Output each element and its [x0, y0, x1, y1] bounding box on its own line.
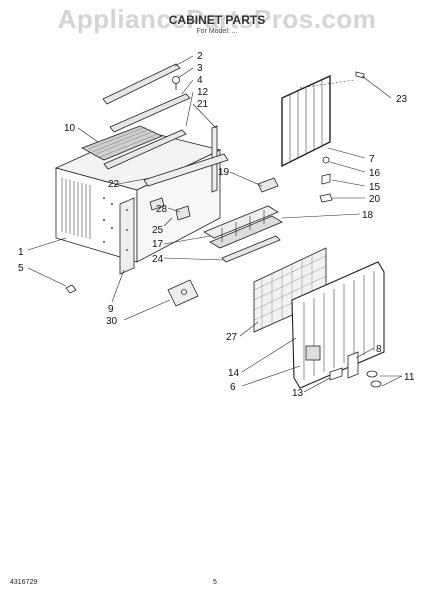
screw-part-23 [355, 71, 365, 79]
diagram-title: CABINET PARTS [168, 13, 266, 27]
top-rails [102, 63, 191, 170]
callout-21: 21 [197, 99, 209, 110]
callout-labels: 1 2 3 4 5 6 7 8 9 10 11 12 13 14 15 16 1… [18, 51, 415, 399]
mounting-bracket [167, 279, 199, 307]
callout-1: 1 [18, 247, 24, 258]
callout-7: 7 [369, 154, 375, 165]
callout-24: 24 [152, 254, 164, 265]
window-frame [281, 74, 355, 168]
front-grille [291, 261, 385, 389]
page-number: 5 [213, 579, 217, 586]
callout-8: 8 [376, 344, 382, 355]
callout-4: 4 [197, 75, 203, 86]
top-vent-grille [81, 125, 164, 161]
callout-5: 5 [18, 263, 24, 274]
callout-23: 23 [396, 94, 408, 105]
diagram-subtitle: For Model: ... [196, 28, 238, 35]
callout-27: 27 [226, 332, 238, 343]
callout-13: 13 [292, 388, 304, 399]
callout-19: 19 [218, 167, 230, 178]
callout-10: 10 [64, 123, 76, 134]
cabinet-shell [54, 129, 222, 263]
fasteners [319, 156, 333, 203]
callout-9: 9 [108, 304, 114, 315]
callout-20: 20 [369, 194, 381, 205]
callout-11: 11 [404, 372, 415, 383]
callout-16: 16 [369, 168, 381, 179]
callout-17: 17 [152, 239, 164, 250]
watermark: AppliancePartsPros.com [57, 4, 377, 34]
callout-18: 18 [362, 210, 374, 221]
document-number: 4316729 [10, 579, 38, 586]
leader-lines [27, 55, 403, 393]
callout-15: 15 [369, 182, 381, 193]
control-knobs [329, 351, 382, 388]
callout-28: 28 [156, 204, 168, 215]
screw-part-3 [172, 76, 180, 90]
callout-30: 30 [106, 316, 118, 327]
bracket-bar [143, 153, 229, 187]
callout-22: 22 [108, 179, 120, 190]
callout-3: 3 [197, 63, 203, 74]
callout-14: 14 [228, 368, 240, 379]
callout-6: 6 [230, 382, 236, 393]
callout-2: 2 [197, 51, 203, 62]
side-panel [119, 197, 135, 275]
chassis-rail-assembly [149, 177, 283, 263]
screw-part-5 [65, 284, 77, 294]
callout-12: 12 [197, 87, 209, 98]
callout-25: 25 [152, 225, 164, 236]
